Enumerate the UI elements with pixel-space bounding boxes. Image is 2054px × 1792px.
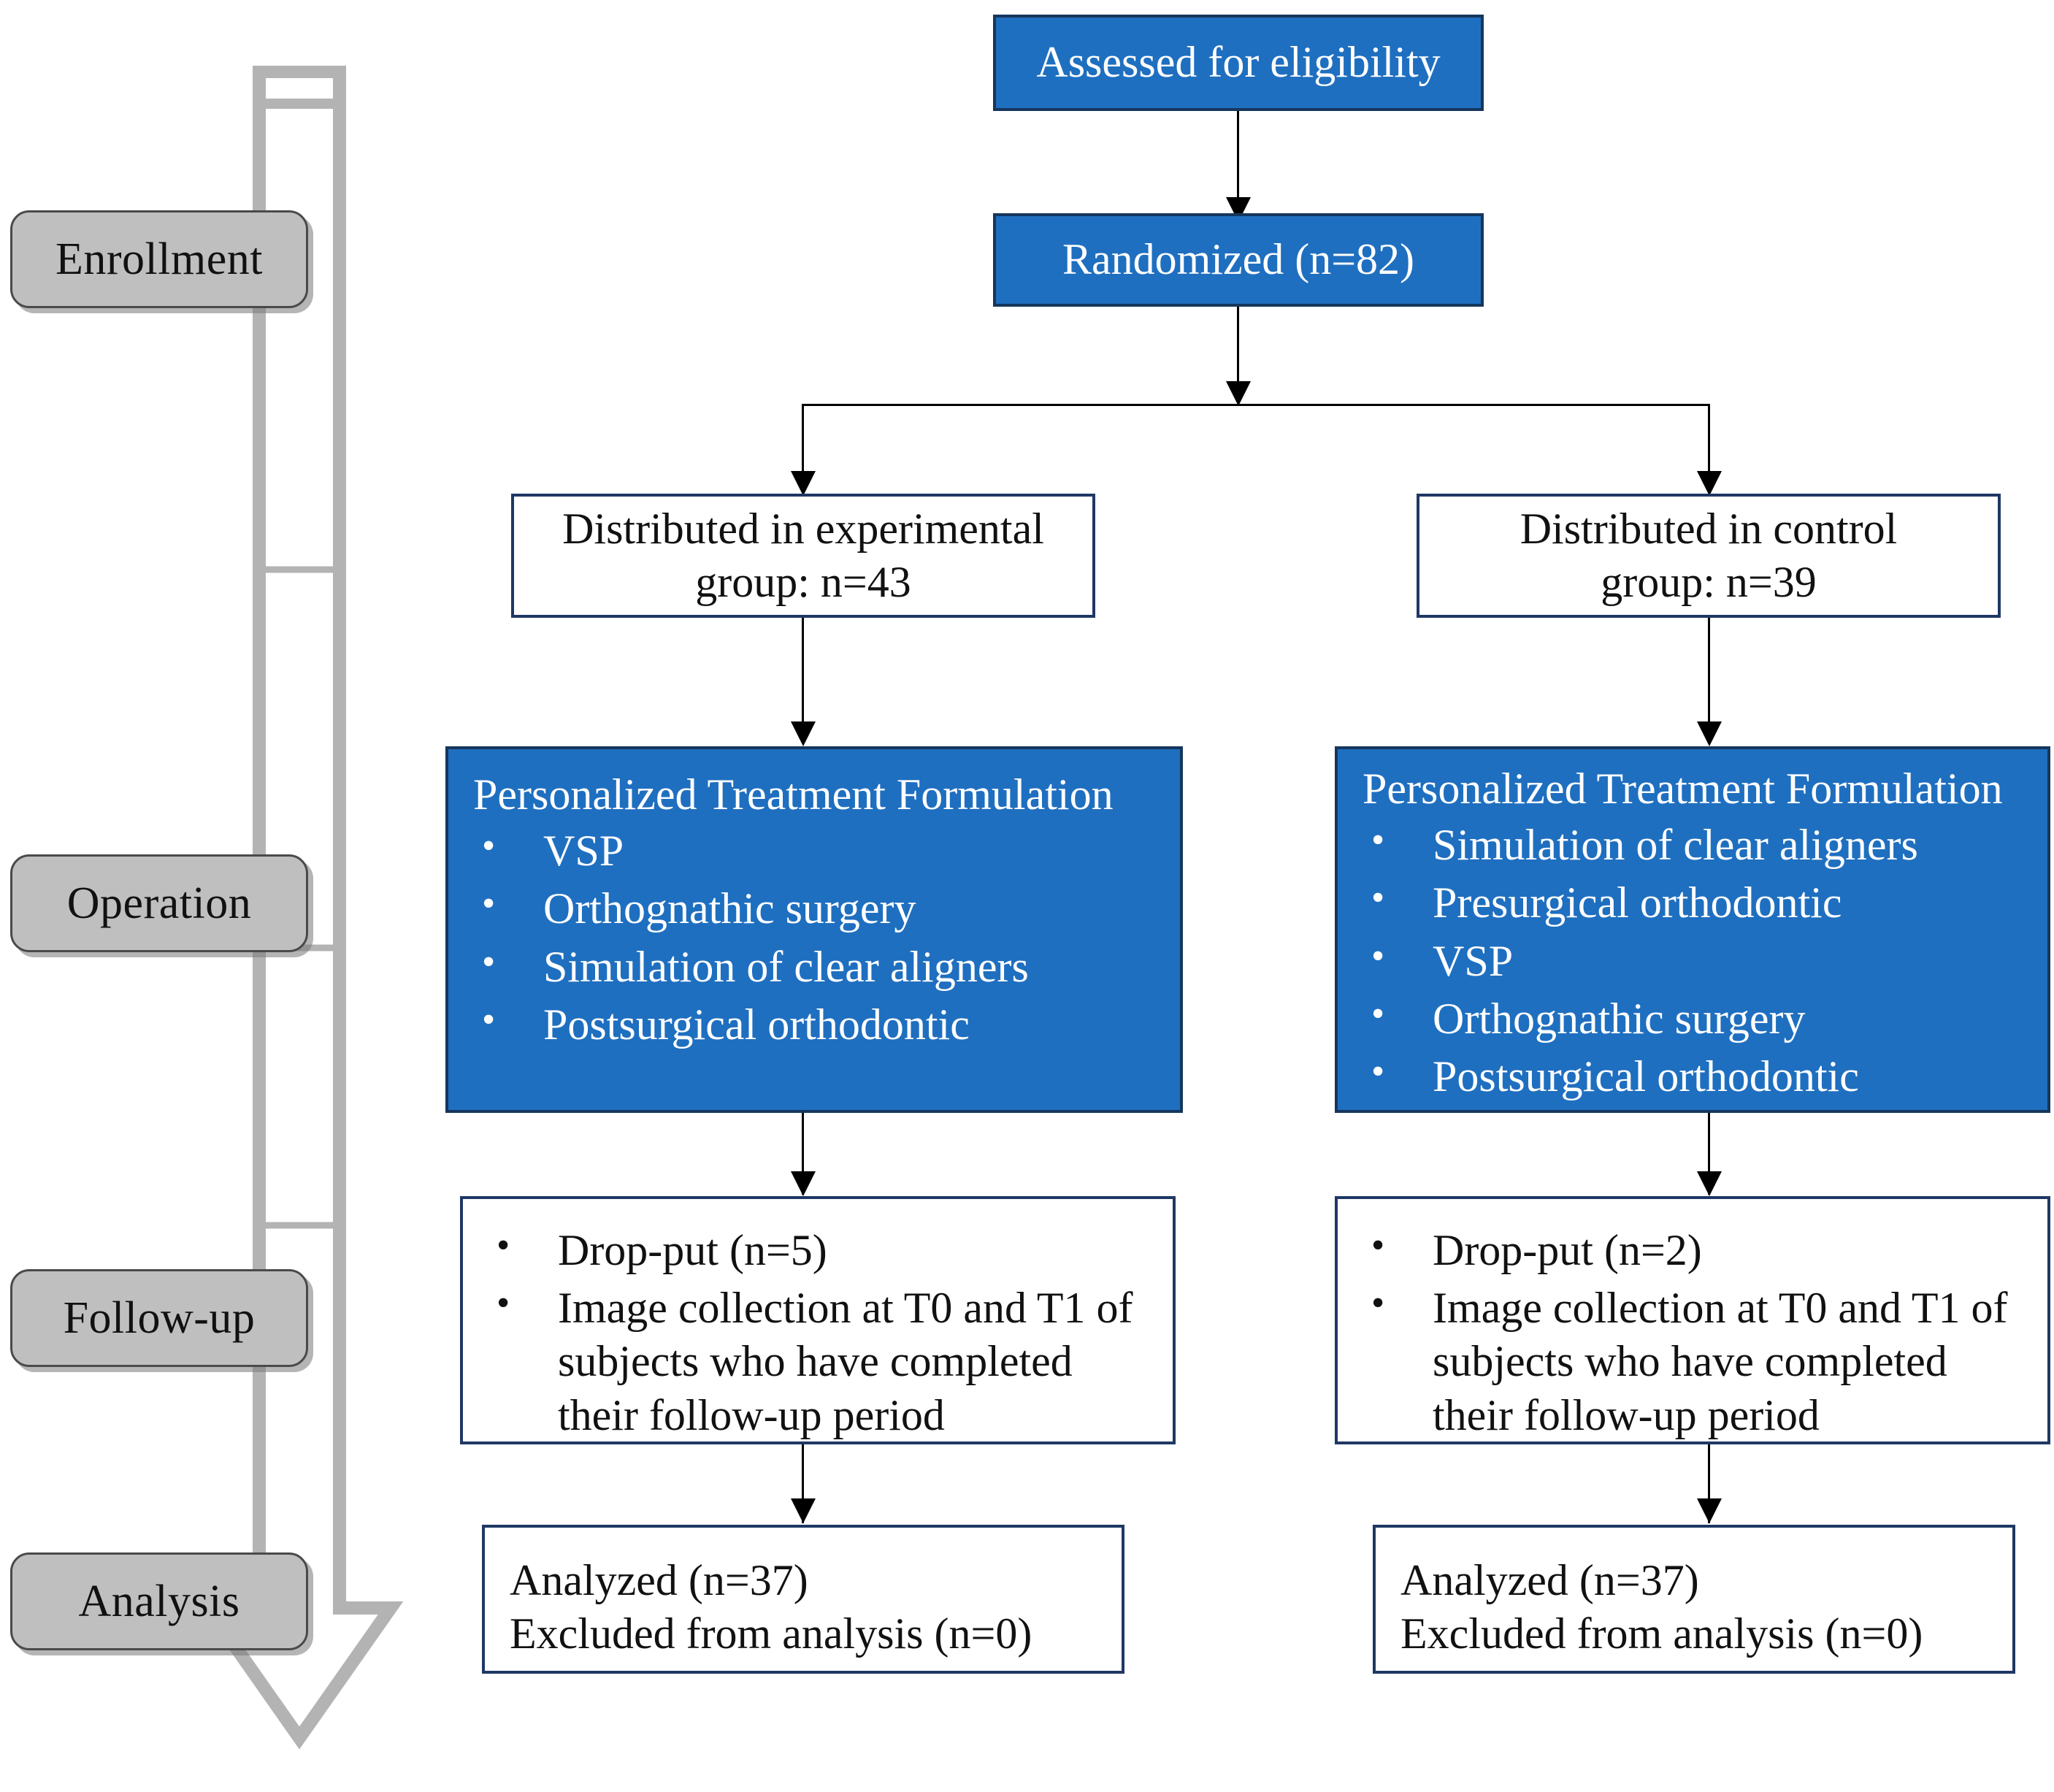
stage-label-text: Enrollment <box>55 234 263 284</box>
connector-split-to-experimental <box>802 404 804 491</box>
stage-label-enrollment: Enrollment <box>10 210 308 308</box>
arrowhead-icon <box>791 1498 816 1523</box>
connector-experimental-followup-to-analysis <box>802 1444 804 1523</box>
stage-label-follow-up: Follow-up <box>10 1269 308 1367</box>
box-assessed-label: Assessed for eligibility <box>1036 38 1441 87</box>
connector-split-bar <box>802 404 1710 406</box>
box-control-allocation: Distributed in control group: n=39 <box>1417 494 2001 618</box>
list-item: Simulation of clear aligners <box>1363 817 2026 872</box>
control-analysis-line2: Excluded from analysis (n=0) <box>1400 1609 1923 1658</box>
arrowhead-icon <box>1697 1498 1722 1523</box>
box-control-followup: Drop-put (n=2) Image collection at T0 an… <box>1335 1196 2050 1444</box>
control-treatment-list: Simulation of clear aligners Presurgical… <box>1363 817 2026 1103</box>
list-item: Image collection at T0 and T1 of subject… <box>488 1280 1151 1442</box>
list-item: Postsurgical orthodontic <box>473 997 1158 1052</box>
list-item: Presurgical orthodontic <box>1363 875 2026 930</box>
list-item: Orthognathic surgery <box>1363 991 2026 1046</box>
box-experimental-treatment: Personalized Treatment Formulation VSP O… <box>445 746 1183 1113</box>
list-item: Simulation of clear aligners <box>473 939 1158 994</box>
box-experimental-allocation: Distributed in experimental group: n=43 <box>511 494 1095 618</box>
list-item: Drop-put (n=5) <box>488 1222 1151 1277</box>
experimental-analysis-line1: Analyzed (n=37) <box>510 1556 808 1604</box>
box-randomized-label: Randomized (n=82) <box>1062 235 1415 284</box>
box-assessed-for-eligibility: Assessed for eligibility <box>993 15 1484 111</box>
list-item: Image collection at T0 and T1 of subject… <box>1363 1280 2026 1442</box>
list-item: Orthognathic surgery <box>473 881 1158 935</box>
arrowhead-icon <box>791 471 816 496</box>
stage-label-text: Follow-up <box>63 1293 256 1343</box>
stage-label-text: Operation <box>66 878 252 928</box>
box-control-analysis: Analyzed (n=37) Excluded from analysis (… <box>1373 1525 2015 1674</box>
connector-assessed-to-randomized <box>1237 111 1239 206</box>
list-item: VSP <box>473 823 1158 878</box>
connector-randomized-stem <box>1237 307 1239 399</box>
experimental-allocation-line2: group: n=43 <box>695 558 911 606</box>
stage-label-text: Analysis <box>78 1577 240 1626</box>
arrowhead-icon <box>1697 721 1722 746</box>
stage-label-operation: Operation <box>10 854 308 952</box>
experimental-treatment-title: Personalized Treatment Formulation <box>473 770 1114 819</box>
connector-experimental-treatment-to-followup <box>802 1113 804 1195</box>
connector-experimental-allocation-to-treatment <box>802 618 804 743</box>
box-randomized: Randomized (n=82) <box>993 213 1484 307</box>
arrowhead-icon <box>1226 381 1251 406</box>
experimental-treatment-list: VSP Orthognathic surgery Simulation of c… <box>473 823 1158 1052</box>
arrowhead-icon <box>791 721 816 746</box>
control-allocation-line2: group: n=39 <box>1601 558 1817 606</box>
control-followup-list: Drop-put (n=2) Image collection at T0 an… <box>1363 1222 2026 1442</box>
control-allocation-line1: Distributed in control <box>1520 504 1898 553</box>
connector-control-followup-to-analysis <box>1708 1444 1710 1523</box>
experimental-followup-list: Drop-put (n=5) Image collection at T0 an… <box>488 1222 1151 1442</box>
box-experimental-analysis: Analyzed (n=37) Excluded from analysis (… <box>482 1525 1124 1674</box>
stage-label-analysis: Analysis <box>10 1552 308 1650</box>
list-item: VSP <box>1363 933 2026 988</box>
connector-control-allocation-to-treatment <box>1708 618 1710 743</box>
connector-control-treatment-to-followup <box>1708 1113 1710 1195</box>
arrowhead-icon <box>1697 471 1722 496</box>
experimental-analysis-line2: Excluded from analysis (n=0) <box>510 1609 1032 1658</box>
arrowhead-icon <box>1697 1171 1722 1196</box>
connector-split-to-control <box>1708 404 1710 491</box>
list-item: Drop-put (n=2) <box>1363 1222 2026 1277</box>
control-analysis-line1: Analyzed (n=37) <box>1400 1556 1699 1604</box>
box-experimental-followup: Drop-put (n=5) Image collection at T0 an… <box>460 1196 1176 1444</box>
arrowhead-icon <box>791 1171 816 1196</box>
experimental-allocation-line1: Distributed in experimental <box>562 504 1044 553</box>
control-treatment-title: Personalized Treatment Formulation <box>1363 765 2003 813</box>
list-item: Postsurgical orthodontic <box>1363 1049 2026 1103</box>
box-control-treatment: Personalized Treatment Formulation Simul… <box>1335 746 2050 1113</box>
